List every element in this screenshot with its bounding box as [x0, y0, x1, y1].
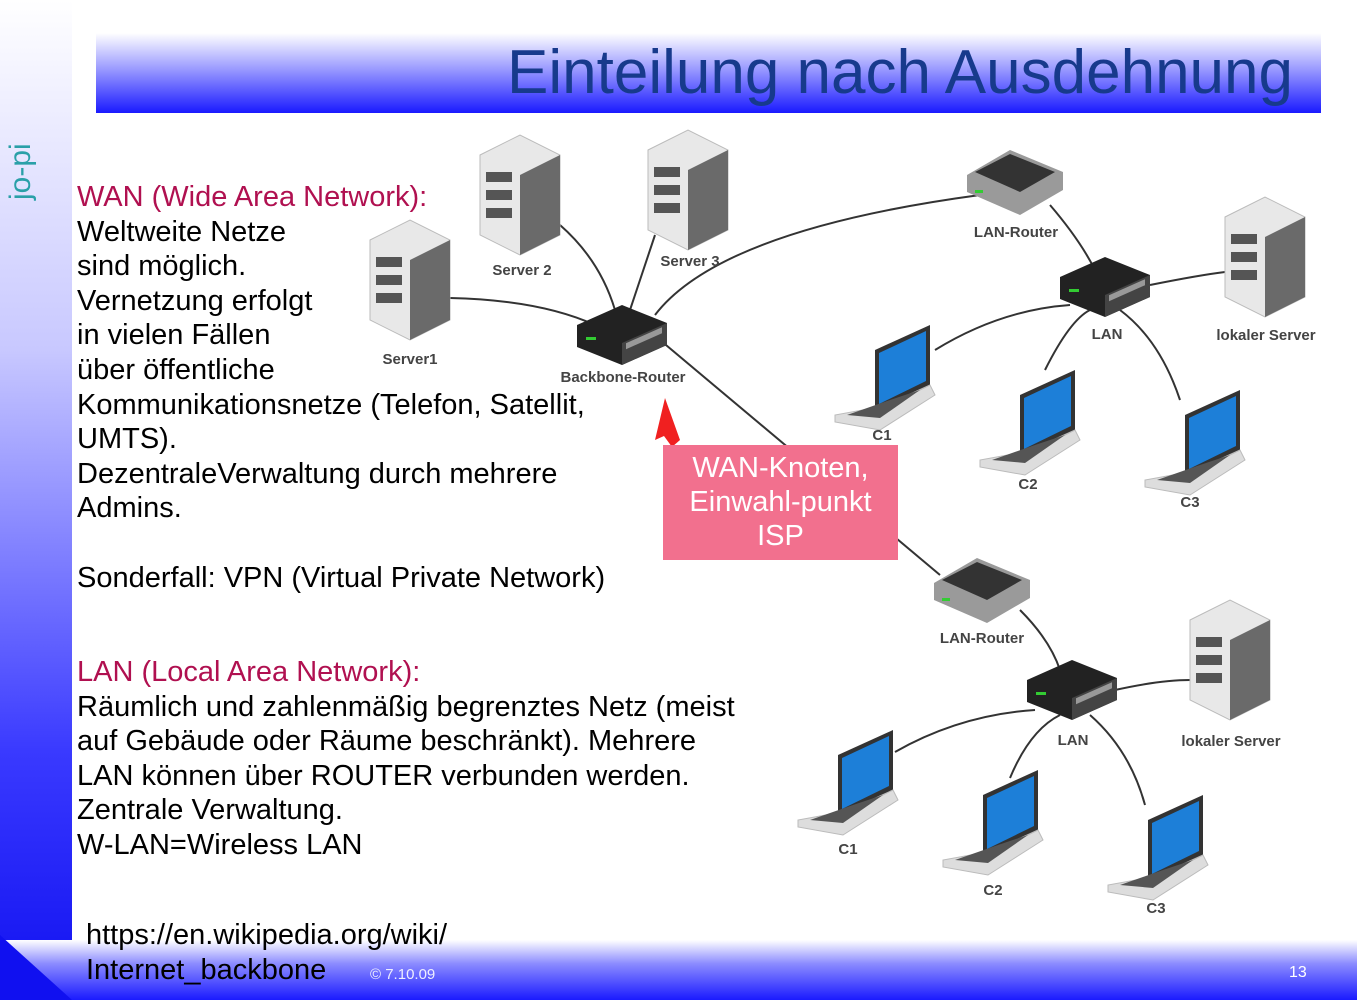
lan-line: Zentrale Verwaltung.	[77, 794, 343, 827]
title-bar: Einteilung nach Ausdehnung	[96, 33, 1321, 113]
wan-heading: WAN (Wide Area Network):	[77, 181, 428, 213]
wan-line: UMTS).	[77, 423, 177, 456]
wan-line: DezentraleVerwaltung durch mehrere	[77, 457, 558, 490]
footer-corner	[0, 935, 72, 1000]
callout-line: ISP	[757, 520, 804, 552]
lan-line: W-LAN=Wireless LAN	[77, 828, 363, 861]
page-number: 13	[1289, 964, 1307, 981]
wan-line: Kommunikationsnetze (Telefon, Satellit,	[77, 388, 585, 421]
local-server-bottom-icon	[1189, 599, 1271, 721]
red-arrow-icon	[655, 398, 680, 447]
label-c3-bottom: C3	[1146, 900, 1165, 917]
wan-node-callout: WAN-Knoten, Einwahl-punkt ISP	[663, 445, 898, 560]
label-lan-router-bottom: LAN-Router	[940, 630, 1024, 647]
laptop-c2-bottom-icon	[942, 769, 1044, 876]
url-line[interactable]: Internet_backbone	[86, 954, 327, 986]
laptop-c3-top-icon	[1144, 389, 1246, 496]
copyright: © 7.10.09	[370, 966, 436, 983]
laptop-c1-bottom-icon	[797, 729, 899, 836]
wan-section: WAN (Wide Area Network): Weltweite Netze…	[77, 180, 605, 595]
label-c3-top: C3	[1180, 494, 1199, 511]
label-c2-top: C2	[1018, 476, 1037, 493]
lan-section: LAN (Local Area Network): Räumlich und z…	[77, 655, 735, 863]
lan-line: LAN können über ROUTER verbunden werden.	[77, 759, 690, 792]
label-lan-top: LAN	[1092, 326, 1123, 343]
wan-line: sind möglich.	[77, 250, 247, 283]
url-line[interactable]: https://en.wikipedia.org/wiki/	[86, 919, 448, 951]
label-server2: Server 2	[492, 262, 551, 279]
wan-line: Vernetzung erfolgt	[77, 284, 313, 317]
lan-line: auf Gebäude oder Räume beschränkt). Mehr…	[77, 725, 697, 758]
lan-switch-bottom-icon	[1027, 660, 1117, 720]
lan-heading: LAN (Local Area Network):	[77, 656, 421, 688]
lan-switch-top-icon	[1060, 257, 1150, 317]
lan-router-top-icon	[967, 150, 1063, 215]
label-backbone: Backbone-Router	[560, 369, 685, 386]
sidebar-band: jo-pi	[0, 0, 72, 1000]
vpn-note: Sonderfall: VPN (Virtual Private Network…	[77, 561, 606, 594]
callout-line: WAN-Knoten,	[692, 452, 869, 484]
local-server-top-icon	[1224, 196, 1306, 318]
wan-line: Weltweite Netze	[77, 215, 286, 248]
label-lan-bottom: LAN	[1058, 732, 1089, 749]
label-server1: Server1	[382, 351, 437, 368]
label-server3: Server 3	[660, 253, 719, 270]
page-title: Einteilung nach Ausdehnung	[507, 38, 1293, 107]
source-link[interactable]: https://en.wikipedia.org/wiki/ Internet_…	[86, 918, 447, 988]
footer-bar	[0, 940, 1357, 1000]
lan-line: Räumlich und zahlenmäßig begrenztes Netz…	[77, 690, 735, 723]
wan-line: über öffentliche	[77, 353, 275, 386]
callout-line: Einwahl-punkt	[689, 486, 872, 518]
wan-line: Admins.	[77, 492, 182, 525]
label-c1-bottom: C1	[838, 841, 857, 858]
label-local-server-top: lokaler Server	[1216, 327, 1315, 344]
label-lan-router-top: LAN-Router	[974, 224, 1058, 241]
server3-icon	[647, 129, 729, 251]
label-local-server-bottom: lokaler Server	[1181, 733, 1280, 750]
label-c1-top: C1	[872, 427, 891, 444]
lan-router-bottom-icon	[934, 558, 1030, 623]
label-c2-bottom: C2	[983, 882, 1002, 899]
wan-line: in vielen Fällen	[77, 319, 271, 352]
laptop-c2-top-icon	[979, 369, 1081, 476]
laptop-c3-bottom-icon	[1107, 794, 1209, 901]
laptop-c1-top-icon	[834, 324, 936, 431]
